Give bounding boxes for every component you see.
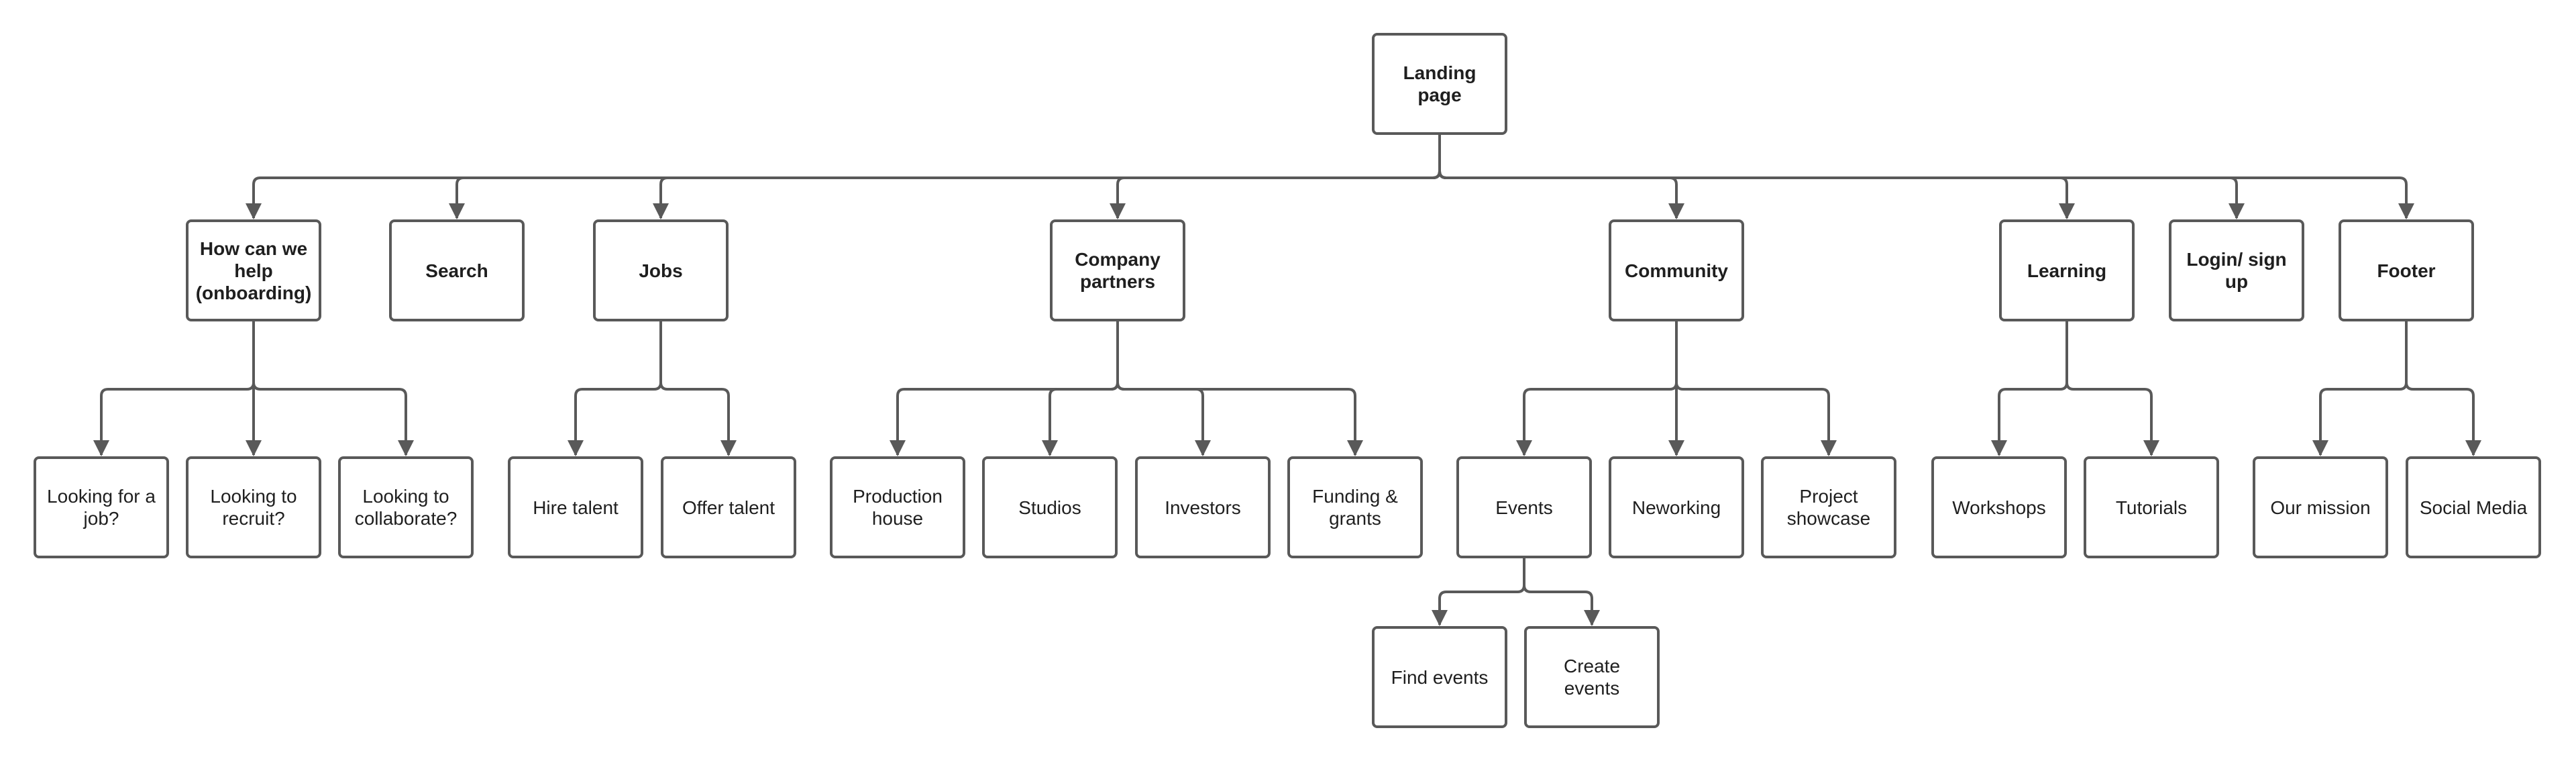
node-learning[interactable]: Learning bbox=[1999, 219, 2135, 321]
node-looking-to-collaborate[interactable]: Looking to collaborate? bbox=[338, 456, 474, 558]
node-footer[interactable]: Footer bbox=[2339, 219, 2474, 321]
node-events[interactable]: Events bbox=[1456, 456, 1592, 558]
node-label: Our mission bbox=[2270, 497, 2371, 518]
connector-events-to-create bbox=[1523, 558, 1600, 626]
node-label: Workshops bbox=[1952, 497, 2046, 518]
node-label: Hire talent bbox=[533, 497, 619, 518]
node-funding-grants[interactable]: Funding & grants bbox=[1287, 456, 1423, 558]
node-our-mission[interactable]: Our mission bbox=[2253, 456, 2388, 558]
connector-community-to-showcase bbox=[1675, 321, 1837, 456]
node-label: Offer talent bbox=[682, 497, 775, 518]
connector-community-to-events bbox=[1516, 321, 1678, 456]
connector-partners-to-funding bbox=[1116, 321, 1363, 456]
node-search[interactable]: Search bbox=[389, 219, 525, 321]
node-how-can-we-help[interactable]: How can we help (onboarding) bbox=[186, 219, 321, 321]
connector-footer-to-mission bbox=[2312, 321, 2408, 456]
node-label: Social Media bbox=[2419, 497, 2528, 518]
node-workshops[interactable]: Workshops bbox=[1931, 456, 2067, 558]
connector-jobs-to-hire bbox=[568, 321, 662, 456]
node-label: Learning bbox=[2027, 260, 2107, 281]
node-label: How can we help (onboarding) bbox=[195, 238, 312, 303]
node-label: Footer bbox=[2377, 260, 2436, 281]
node-tutorials[interactable]: Tutorials bbox=[2084, 456, 2219, 558]
node-label: Looking for a job? bbox=[47, 486, 156, 529]
node-company-partners[interactable]: Company partners bbox=[1050, 219, 1185, 321]
node-networking[interactable]: Neworking bbox=[1609, 456, 1744, 558]
node-label: Looking to collaborate? bbox=[354, 486, 458, 529]
node-label: Create events bbox=[1563, 656, 1621, 699]
node-find-events[interactable]: Find events bbox=[1372, 626, 1507, 728]
node-label: Events bbox=[1495, 497, 1553, 518]
node-label: Community bbox=[1625, 260, 1728, 281]
node-production-house[interactable]: Production house bbox=[830, 456, 965, 558]
connector-landing-to-partners bbox=[1110, 135, 1441, 219]
connector-help-to-collab bbox=[252, 321, 414, 456]
node-offer-talent[interactable]: Offer talent bbox=[661, 456, 796, 558]
node-community[interactable]: Community bbox=[1609, 219, 1744, 321]
node-label: Landing page bbox=[1403, 62, 1477, 105]
node-landing-page[interactable]: Landing page bbox=[1372, 33, 1507, 135]
node-jobs[interactable]: Jobs bbox=[593, 219, 729, 321]
node-label: Tutorials bbox=[2115, 497, 2188, 518]
connector-help-to-job bbox=[93, 321, 255, 456]
connector-jobs-to-offer bbox=[659, 321, 737, 456]
node-label: Project showcase bbox=[1786, 486, 1871, 529]
node-studios[interactable]: Studios bbox=[982, 456, 1118, 558]
node-label: Find events bbox=[1391, 666, 1489, 688]
node-looking-to-recruit[interactable]: Looking to recruit? bbox=[186, 456, 321, 558]
node-label: Looking to recruit? bbox=[210, 486, 297, 529]
node-label: Studios bbox=[1018, 497, 1081, 518]
node-social-media[interactable]: Social Media bbox=[2406, 456, 2541, 558]
node-label: Company partners bbox=[1075, 249, 1161, 292]
connector-learning-to-tutorials bbox=[2065, 321, 2159, 456]
connector-learning-to-workshops bbox=[1991, 321, 2068, 456]
node-hire-talent[interactable]: Hire talent bbox=[508, 456, 643, 558]
connector-partners-to-studios bbox=[1042, 321, 1119, 456]
connector-events-to-find bbox=[1432, 558, 1525, 626]
node-create-events[interactable]: Create events bbox=[1524, 626, 1660, 728]
node-label: Neworking bbox=[1631, 497, 1721, 518]
node-looking-for-a-job[interactable]: Looking for a job? bbox=[34, 456, 169, 558]
node-label: Funding & grants bbox=[1312, 486, 1398, 529]
node-label: Login/ sign up bbox=[2186, 249, 2287, 292]
node-label: Jobs bbox=[639, 260, 683, 281]
node-label: Search bbox=[425, 260, 488, 281]
node-label: Production house bbox=[853, 486, 943, 529]
node-project-showcase[interactable]: Project showcase bbox=[1761, 456, 1896, 558]
connector-footer-to-social bbox=[2405, 321, 2481, 456]
node-login-sign-up[interactable]: Login/ sign up bbox=[2169, 219, 2304, 321]
connector-landing-to-footer bbox=[1438, 135, 2414, 219]
node-label: Investors bbox=[1165, 497, 1241, 518]
node-investors[interactable]: Investors bbox=[1135, 456, 1271, 558]
